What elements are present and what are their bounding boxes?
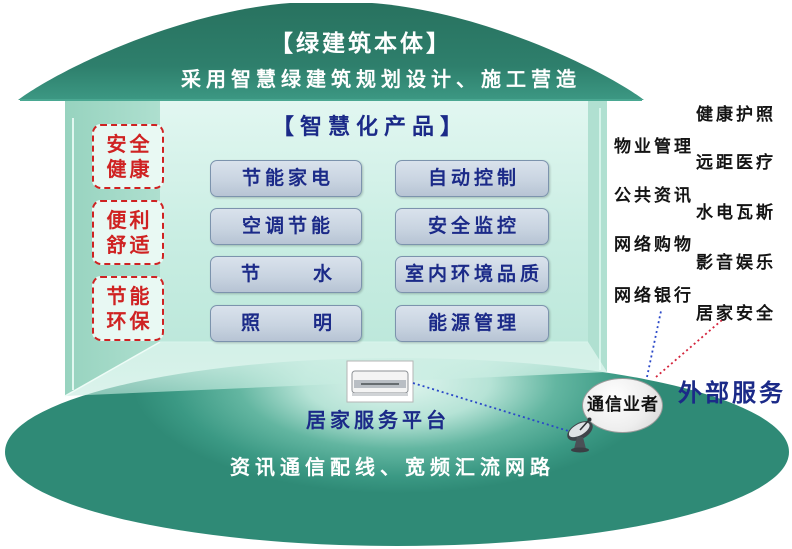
service-online-banking: 网络银行 [614,286,694,306]
service-link-red-line [655,319,723,378]
value-box-line: 节能 [106,284,153,308]
product-indoor-environment-quality: 室内环境品质 [395,256,549,293]
service-health-passport: 健康护照 [696,105,776,125]
product-energy-appliances: 节能家电 [210,160,362,197]
value-box-safety-health: 安全 健康 [92,124,164,189]
product-automatic-control: 自动控制 [395,160,549,197]
service-home-security: 居家安全 [696,304,776,324]
value-box-energy-eco: 节能 环保 [92,276,164,341]
platform-link-line [412,382,576,434]
platform-label: 居家服务平台 [306,408,450,432]
external-services-title: 外部服务 [678,379,786,407]
product-security-monitoring: 安全监控 [395,208,549,245]
value-box-line: 便利 [106,208,153,232]
service-link-blue-line [646,310,662,378]
roof [18,3,644,100]
product-lighting: 照明 [210,305,362,342]
products-title: 【智慧化产品】 [272,115,469,140]
value-box-line: 安全 [106,132,153,156]
service-entertainment: 影音娱乐 [696,253,776,273]
service-property-management: 物业管理 [614,137,694,157]
roof-subtitle: 采用智慧绿建筑规划设计、施工营造 [181,67,581,91]
value-box-line: 环保 [106,309,153,333]
product-energy-management: 能源管理 [395,305,549,342]
house-floor [65,342,607,396]
network-label: 资讯通信配线、宽频汇流网路 [230,455,555,479]
value-box-convenience-comfort: 便利 舒适 [92,200,164,265]
operator-bubble: 通信业者 [582,378,663,433]
house-floor-edge-line [64,341,161,397]
roof-title: 【绿建筑本体】 [270,31,452,57]
service-utilities: 水电瓦斯 [696,203,776,223]
house-right-wall [588,100,607,372]
product-ac-energy-saving: 空调节能 [210,208,362,245]
product-water-saving: 节水 [210,256,362,293]
value-box-line: 健康 [106,157,153,181]
service-online-shopping: 网络购物 [614,235,694,255]
satellite-dish-icon [567,417,593,453]
service-telemedicine: 远距医疗 [696,153,776,173]
service-public-information: 公共资讯 [614,186,694,206]
router-icon [346,360,414,403]
value-box-line: 舒适 [106,233,153,257]
